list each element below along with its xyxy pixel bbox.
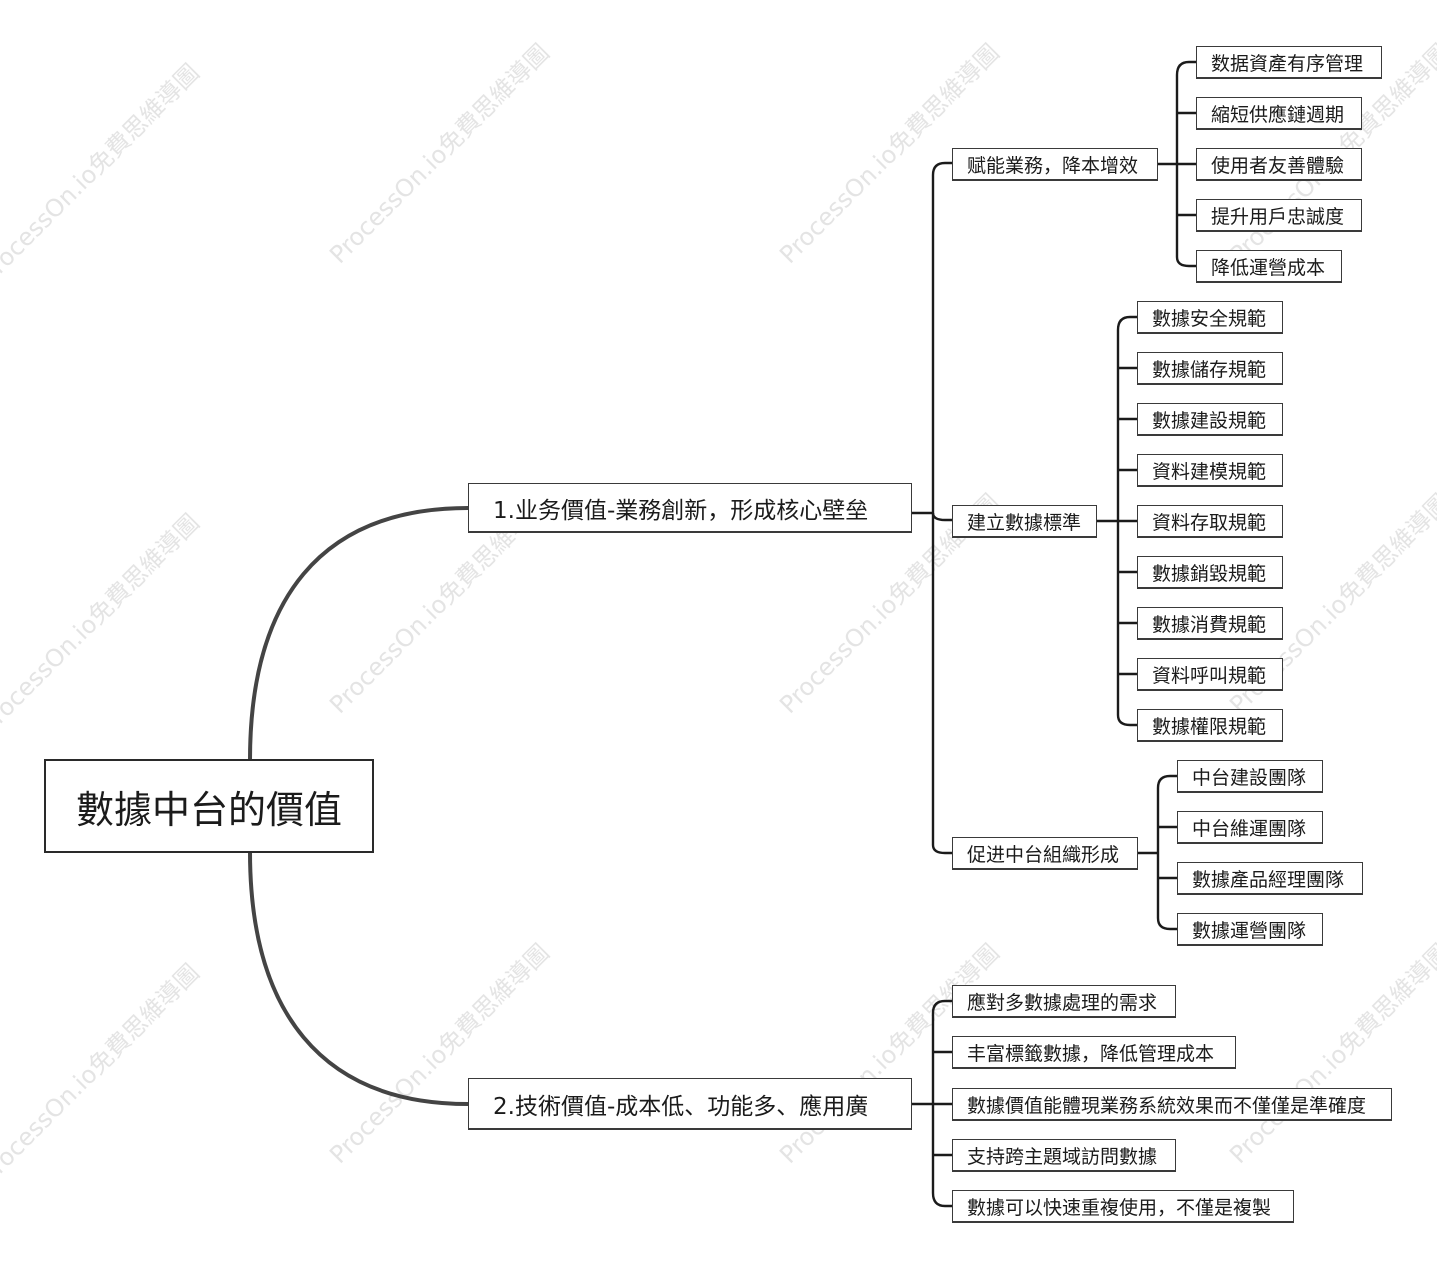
leaf-node[interactable]: 數據可以快速重複使用，不僅是複製	[952, 1190, 1294, 1223]
branch-2-connectors	[912, 999, 952, 1208]
root-to-branch-2-curve	[248, 851, 469, 1106]
branch-2-node[interactable]: 2.技術價值-成本低、功能多、應用廣	[468, 1078, 912, 1130]
leaf-node[interactable]: 支持跨主題域訪問數據	[952, 1139, 1176, 1172]
sub-node-mid-platform-org[interactable]: 促进中台組織形成	[952, 837, 1138, 870]
leaf-node[interactable]: 數據產品經理團隊	[1177, 862, 1363, 895]
branch-1-node[interactable]: 1.业务價值-業務創新，形成核心壁垒	[468, 483, 912, 533]
leaf-node[interactable]: 中台建設團隊	[1177, 760, 1323, 793]
sub-1-connectors	[1158, 60, 1196, 268]
leaf-node[interactable]: 降低運營成本	[1196, 250, 1342, 283]
leaf-node[interactable]: 數據價值能體現業務系統效果而不僅僅是準確度	[952, 1088, 1392, 1121]
leaf-node[interactable]: 應對多數據處理的需求	[952, 985, 1176, 1018]
leaf-node[interactable]: 資料呼叫規範	[1137, 658, 1283, 691]
leaf-node[interactable]: 数据資產有序管理	[1196, 46, 1382, 79]
leaf-node[interactable]: 提升用戶忠誠度	[1196, 199, 1362, 232]
leaf-node[interactable]: 丰富標籤數據，降低管理成本	[952, 1036, 1236, 1069]
leaf-node[interactable]: 數據消費規範	[1137, 607, 1283, 640]
leaf-node[interactable]: 使用者友善體驗	[1196, 148, 1362, 181]
leaf-node[interactable]: 數據建設規範	[1137, 403, 1283, 436]
leaf-node[interactable]: 數據儲存規範	[1137, 352, 1283, 385]
sub-3-connectors	[1138, 774, 1177, 931]
root-to-branch-1-curve	[248, 506, 469, 761]
leaf-node[interactable]: 資料存取規範	[1137, 505, 1283, 538]
leaf-node[interactable]: 數據運營團隊	[1177, 913, 1323, 946]
leaf-node[interactable]: 資料建模規範	[1137, 454, 1283, 487]
leaf-node[interactable]: 數據銷毀規範	[1137, 556, 1283, 589]
sub-node-empower-business[interactable]: 赋能業務，降本增效	[952, 148, 1158, 181]
root-node[interactable]: 數據中台的價值	[44, 759, 374, 853]
branch-1-connectors	[912, 161, 952, 855]
sub-node-data-standards[interactable]: 建立數據標準	[952, 505, 1097, 538]
leaf-node[interactable]: 中台維運團隊	[1177, 811, 1323, 844]
leaf-node[interactable]: 縮短供應鏈週期	[1196, 97, 1362, 130]
leaf-node[interactable]: 數據權限規範	[1137, 709, 1283, 742]
leaf-node[interactable]: 數據安全規範	[1137, 301, 1283, 334]
sub-2-connectors	[1097, 315, 1137, 727]
